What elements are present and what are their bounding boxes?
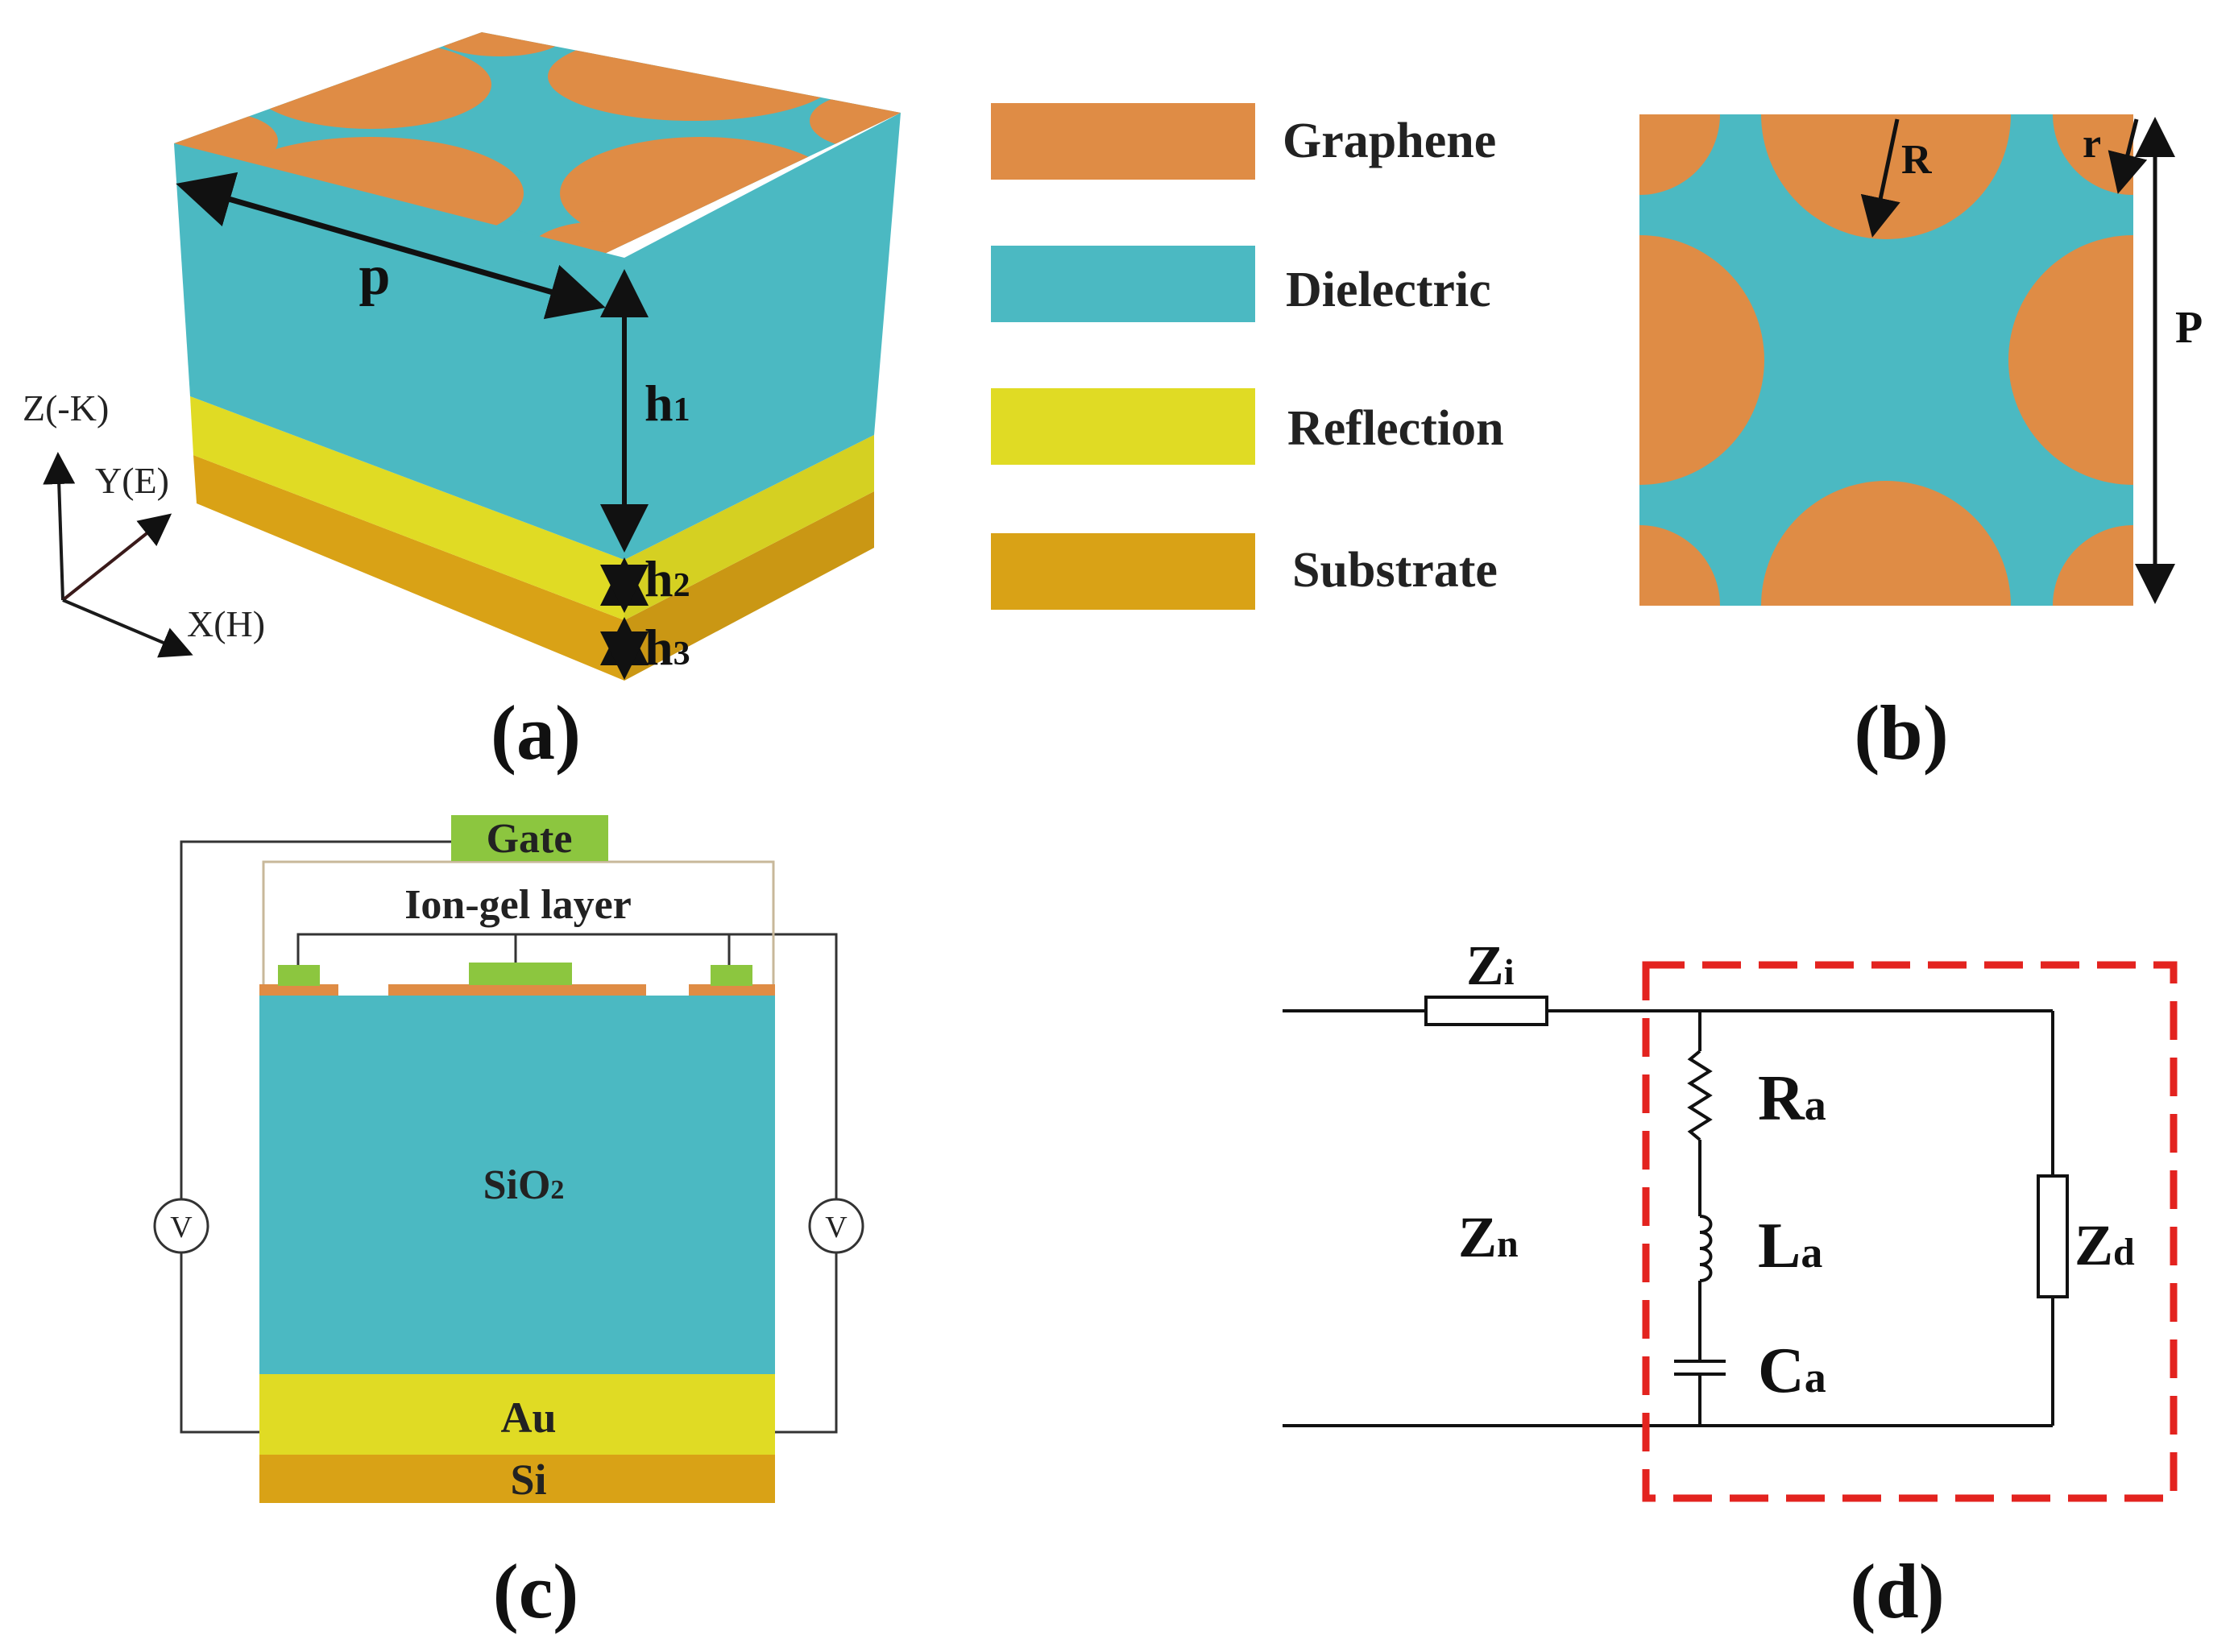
inductor-la xyxy=(1699,1215,1713,1282)
panel-b-top-view: R r P (b) xyxy=(1639,114,2203,776)
graphene-strip-center xyxy=(388,984,646,996)
panel-label-b: (b) xyxy=(1854,689,1948,776)
graphene-disk xyxy=(250,40,491,129)
dimension-label-h3: h3 xyxy=(645,619,690,676)
small-disk-corner xyxy=(2053,525,2133,606)
left-face-substrate xyxy=(193,455,624,681)
resistance-ra-label: Ra xyxy=(1758,1063,1826,1134)
small-disk-corner xyxy=(1639,525,1720,606)
large-disk-top xyxy=(1761,114,2011,239)
dimension-label-h2: h2 xyxy=(645,550,690,607)
contact-pad-left xyxy=(278,965,320,986)
legend-swatch-graphene xyxy=(991,103,1255,180)
large-disk-left xyxy=(1639,235,1764,485)
gate-label: Gate xyxy=(487,816,573,862)
panel-label-d: (d) xyxy=(1850,1548,1944,1634)
ion-gel-label: Ion-gel layer xyxy=(404,882,632,928)
right-face-reflection xyxy=(624,435,874,620)
gate-electrode xyxy=(451,815,608,861)
graphene-disk xyxy=(435,32,564,56)
panel-a-unit-cell-3d: p h1 h2 h3 Z(-K) Y(E) X(H) (a) xyxy=(23,32,901,776)
dimension-label-p: p xyxy=(359,245,391,307)
top-view-graphene-disks xyxy=(1639,114,2133,606)
au-label: Au xyxy=(500,1393,556,1442)
metasurface-dashed-box xyxy=(1642,961,2178,1502)
legend-label-substrate: Substrate xyxy=(1292,543,1498,598)
si-layer xyxy=(259,1455,775,1503)
voltage-source-left-label: V xyxy=(170,1211,193,1244)
contact-pad-right xyxy=(711,965,752,986)
large-disk-right xyxy=(2008,235,2133,485)
legend-swatch-substrate xyxy=(991,533,1255,610)
radius-label-R: R xyxy=(1901,137,1933,183)
impedance-zn-label: Zn xyxy=(1458,1205,1519,1269)
legend: Graphene Dielectric Reflection Substrate xyxy=(991,103,1504,610)
impedance-zd-label: Zd xyxy=(2074,1213,2135,1277)
bias-wire-left xyxy=(180,840,451,1434)
small-disk-corner xyxy=(2053,114,2133,195)
legend-swatch-dielectric xyxy=(991,246,1255,322)
resistor-ra xyxy=(1687,1050,1713,1141)
dimension-arrow-p xyxy=(176,172,606,320)
legend-swatch-reflection xyxy=(991,388,1255,465)
voltage-source-right-label: V xyxy=(825,1211,848,1244)
panel-d-equivalent-circuit: Zi Zn Ra La Ca Zd (d) xyxy=(1283,935,2178,1634)
inductance-la-label: La xyxy=(1758,1211,1822,1281)
impedance-zi-label: Zi xyxy=(1466,935,1515,997)
left-face-reflection xyxy=(190,396,624,620)
axis-label-z: Z(-K) xyxy=(23,387,109,429)
contact-pad-center xyxy=(469,963,572,985)
axis-label-x: X(H) xyxy=(187,603,265,644)
period-label-P: P xyxy=(2175,303,2203,353)
legend-label-dielectric: Dielectric xyxy=(1286,263,1491,317)
electrode-wires xyxy=(296,933,731,967)
panel-label-c: (c) xyxy=(493,1548,579,1634)
si-label: Si xyxy=(510,1455,546,1504)
dimension-label-h1: h1 xyxy=(645,375,690,432)
radius-arrow-r xyxy=(2108,118,2148,194)
graphene-strip-right xyxy=(689,984,775,996)
capacitance-ca-label: Ca xyxy=(1758,1335,1826,1406)
voltage-source-left xyxy=(153,1198,209,1254)
au-layer xyxy=(259,1374,775,1455)
right-face-substrate xyxy=(624,491,874,681)
impedance-zi xyxy=(1424,996,1548,1026)
panel-c-device-cross-section: Gate Ion-gel layer SiO2 Au Si V V (c) xyxy=(153,815,864,1634)
sio2-layer xyxy=(259,996,775,1374)
graphene-strip-left xyxy=(259,984,338,996)
impedance-zd xyxy=(2037,1174,2069,1298)
bias-wire-right xyxy=(729,933,838,1434)
ion-gel-outline xyxy=(262,860,775,987)
radius-label-r: r xyxy=(2083,121,2101,167)
graphene-disk xyxy=(548,32,838,121)
legend-label-reflection: Reflection xyxy=(1287,401,1504,456)
radius-arrow-R xyxy=(1860,118,1900,238)
right-face-dielectric xyxy=(624,113,901,560)
axis-label-y: Y(E) xyxy=(95,460,169,501)
large-disk-bottom xyxy=(1761,481,2011,606)
panel-label-a: (a) xyxy=(491,689,581,776)
legend-label-graphene: Graphene xyxy=(1283,114,1496,168)
coordinate-axes: Z(-K) Y(E) X(H) xyxy=(23,387,265,658)
voltage-source-right xyxy=(808,1198,864,1254)
small-disk-corner xyxy=(1639,114,1720,195)
sio2-label: SiO2 xyxy=(483,1162,565,1208)
